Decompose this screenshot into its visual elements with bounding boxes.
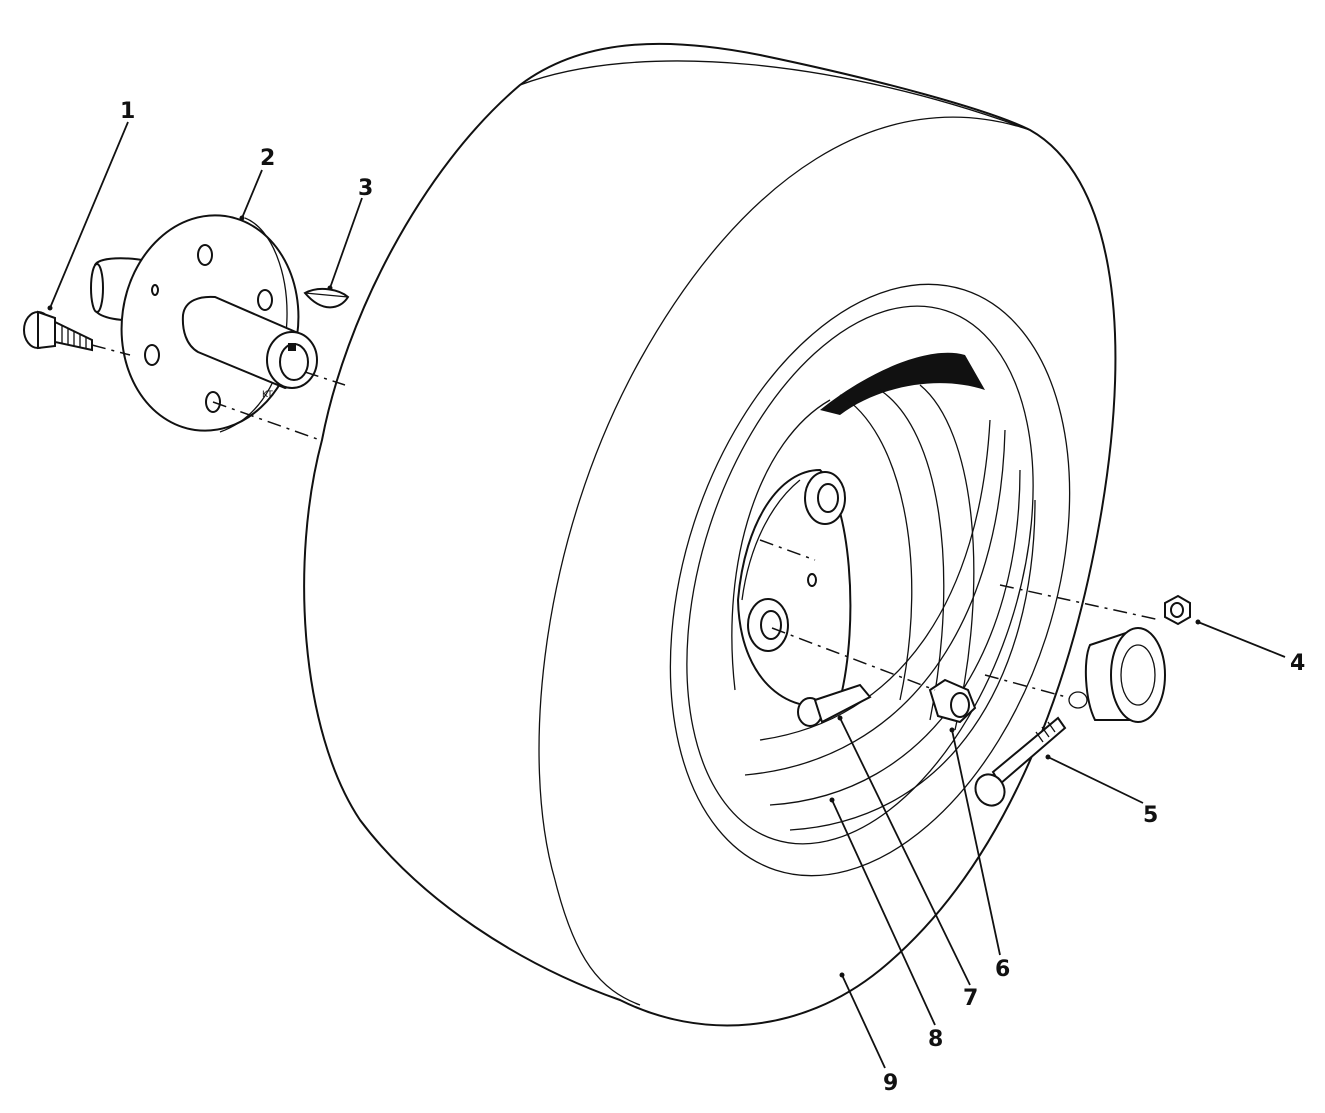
valve-stem [797, 683, 872, 727]
callout-labels: 1 2 3 4 5 6 7 8 9 [120, 99, 1305, 1096]
lug-nut [928, 678, 977, 724]
hub-flange: KT [90, 214, 318, 433]
svg-text:KT: KT [262, 390, 273, 400]
carriage-bolt [974, 716, 1067, 807]
callout-6: 6 [995, 957, 1010, 982]
woodruff-key [303, 287, 350, 309]
callout-5: 5 [1143, 803, 1158, 828]
callout-7: 7 [963, 986, 978, 1011]
callout-8: 8 [928, 1027, 943, 1052]
axle-nut [1164, 594, 1191, 626]
callout-2: 2 [260, 146, 275, 171]
callout-1: 1 [120, 99, 135, 124]
hub-bolt [23, 310, 93, 352]
callout-9: 9 [883, 1071, 898, 1096]
callout-leaders [47, 121, 1286, 1069]
callout-3: 3 [358, 176, 373, 201]
axle-spacer [1068, 627, 1166, 723]
assembly-center-lines [91, 344, 1161, 699]
tire [303, 42, 1117, 1027]
callout-4: 4 [1290, 651, 1305, 676]
wheel-rim [669, 283, 1071, 877]
